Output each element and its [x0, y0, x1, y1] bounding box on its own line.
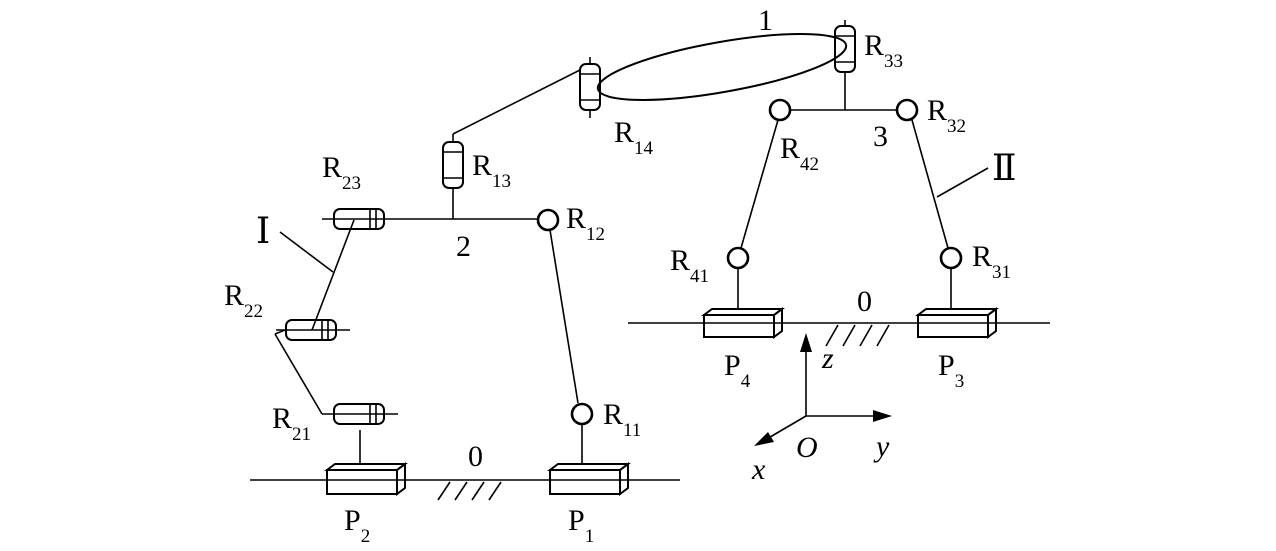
revolute-joint-r21 [333, 403, 385, 425]
left-ground [250, 479, 680, 501]
label-p2: P2 [344, 504, 370, 547]
spherical-joint-r31 [939, 246, 963, 270]
revolute-joint-r33 [834, 20, 856, 73]
label-r32: R32 [927, 94, 966, 137]
revolute-joint-r13 [442, 134, 464, 189]
label-limb-ii: Ⅱ [992, 148, 1016, 188]
revolute-joint-r14 [579, 57, 601, 118]
label-p1: P1 [568, 504, 594, 547]
label-r11: R11 [603, 398, 641, 441]
spherical-joint-r12 [536, 208, 560, 232]
label-r14: R14 [614, 116, 654, 159]
label-axis-z: z [821, 342, 834, 375]
label-r33: R33 [864, 29, 903, 72]
limb-r11-r12-links [549, 229, 583, 464]
label-r41: R41 [670, 244, 709, 287]
spherical-joint-r11 [570, 402, 594, 426]
link-r13-r14 [452, 69, 581, 135]
label-r42: R42 [780, 132, 819, 175]
label-axis-y: y [873, 430, 890, 463]
label-r21: R21 [272, 402, 311, 445]
revolute-joint-r23 [333, 208, 385, 230]
link-3 [740, 72, 989, 249]
label-r22: R22 [224, 279, 263, 322]
prismatic-joint-p3 [915, 307, 999, 339]
label-origin: O [796, 431, 818, 464]
label-link-3: 3 [873, 120, 888, 153]
right-ground [628, 322, 1050, 347]
link-1-ellipse [596, 33, 848, 101]
label-ground-left: 0 [468, 440, 483, 473]
coordinate-axes [754, 333, 892, 446]
label-link-2: 2 [456, 230, 471, 263]
spherical-joint-r42 [768, 98, 792, 122]
label-r23: R23 [322, 151, 361, 194]
label-r13: R13 [472, 149, 511, 192]
label-link-1: 1 [758, 4, 773, 37]
label-ground-right: 0 [857, 285, 872, 318]
label-r12: R12 [566, 202, 605, 245]
spherical-joint-r41 [726, 246, 750, 270]
prismatic-joint-p1 [547, 462, 631, 496]
label-axis-x: x [751, 453, 766, 486]
prismatic-joint-p4 [701, 307, 785, 339]
label-limb-i: Ⅰ [256, 211, 270, 251]
revolute-joint-r22 [285, 319, 337, 341]
label-p3: P3 [938, 349, 964, 392]
prismatic-joint-p2 [324, 462, 408, 496]
label-r31: R31 [972, 240, 1011, 283]
spherical-joint-r32 [895, 98, 919, 122]
label-p4: P4 [724, 349, 751, 392]
limb-i-links [274, 218, 540, 464]
